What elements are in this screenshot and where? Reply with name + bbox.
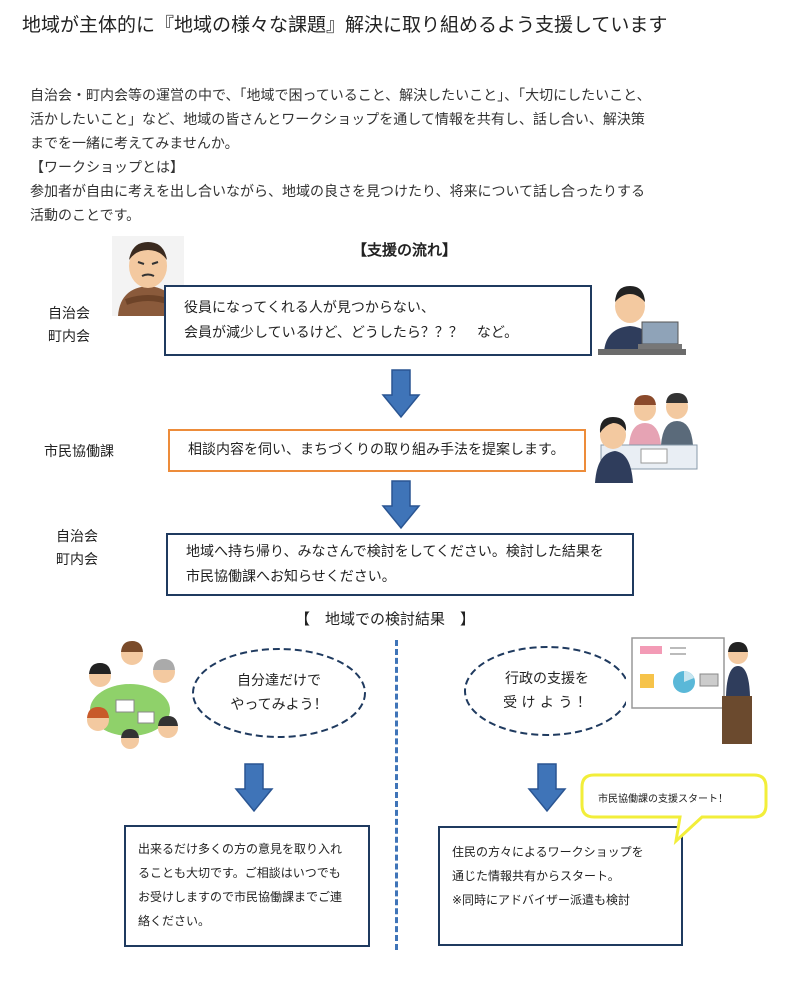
support-start-callout — [580, 773, 768, 845]
bubble-line: 受 け よ う ！ — [503, 695, 591, 711]
right-speech-bubble: 行政の支援を 受 け よ う ！ — [462, 644, 632, 738]
label-line: 自治会 — [48, 306, 90, 322]
bubble-line: 行政の支援を — [505, 671, 589, 687]
worried-man-illustration — [112, 236, 184, 316]
result-line: ※同時にアドバイザー派遣も検討 — [452, 893, 631, 907]
result-line: 絡ください。 — [138, 914, 211, 928]
consultation-illustration — [591, 383, 703, 483]
callout-text: 市民協働課の支援スタート！ — [598, 794, 728, 805]
step2-label: 市民協働課 — [44, 444, 114, 460]
presentation-illustration — [626, 632, 766, 750]
step1-label: 自治会 町内会 — [48, 303, 90, 349]
intro-line: 自治会・町内会等の運営の中で、「地域で困っていること、解決したいこと」、「大切に… — [30, 88, 651, 104]
bubble-line: やってみよう！ — [230, 697, 328, 713]
page-title: 地域が主体的に『地域の様々な課題』解決に取り組めるよう支援しています — [22, 14, 668, 36]
down-arrow-icon — [381, 480, 421, 530]
step3-line: 市民協働課へお知らせください。 — [186, 568, 396, 585]
right-bubble-text: 行政の支援を 受 け よ う ！ — [503, 667, 591, 715]
step3-label: 自治会 町内会 — [56, 526, 98, 572]
step1-line: 会員が減少しているけど、どうしたら？？？ など。 — [184, 324, 519, 341]
intro-line: 活動のことです。 — [30, 208, 141, 224]
down-arrow-icon — [527, 763, 567, 813]
intro-line: 【ワークショップとは】 — [30, 160, 184, 176]
flow-heading: 【支援の流れ】 — [352, 241, 458, 259]
step2-line: 相談内容を伺い、まちづくりの取り組み手法を提案します。 — [188, 442, 565, 458]
center-divider — [395, 640, 398, 950]
result-line: お受けしますので市民協働課までご連 — [138, 890, 343, 904]
result-line: 住民の方々によるワークショップを — [452, 845, 644, 859]
step1-box: 役員になってくれる人が見つからない、 会員が減少しているけど、どうしたら？？？ … — [164, 285, 592, 356]
left-speech-bubble: 自分達だけで やってみよう！ — [190, 646, 368, 740]
down-arrow-icon — [381, 369, 421, 419]
step3-box: 地域へ持ち帰り、みなさんで検討をしてください。検討した結果を 市民協働課へお知ら… — [166, 533, 634, 596]
label-line: 町内会 — [48, 329, 90, 345]
step2-box: 相談内容を伺い、まちづくりの取り組み手法を提案します。 — [168, 429, 586, 472]
result-line: 出来るだけ多くの方の意見を取り入れ — [138, 842, 343, 856]
results-heading: 【 地域での検討結果 】 — [295, 610, 476, 628]
result-line: 通じた情報共有からスタート。 — [452, 869, 620, 883]
left-result-box: 出来るだけ多くの方の意見を取り入れ ることも大切です。ご相談はいつでも お受けし… — [124, 825, 370, 947]
intro-line: 活かしたいこと」など、地域の皆さんとワークショップを通して情報を共有し、話し合い… — [30, 112, 645, 128]
down-arrow-icon — [234, 763, 274, 813]
office-worker-illustration — [598, 272, 686, 360]
step1-line: 役員になってくれる人が見つからない、 — [184, 299, 435, 316]
result-line: ることも大切です。ご相談はいつでも — [138, 866, 341, 880]
right-result-box: 住民の方々によるワークショップを 通じた情報共有からスタート。 ※同時にアドバイ… — [438, 826, 683, 946]
intro-line: までを一緒に考えてみませんか。 — [30, 136, 239, 152]
intro-line: 参加者が自由に考えを出し合いながら、地域の良さを見つけたり、将来について話し合っ… — [30, 184, 646, 200]
left-bubble-text: 自分達だけで やってみよう！ — [230, 669, 327, 717]
label-line: 自治会 — [56, 529, 98, 545]
label-line: 町内会 — [56, 552, 98, 568]
group-discussion-illustration — [76, 632, 184, 752]
step3-line: 地域へ持ち帰り、みなさんで検討をしてください。検討した結果を — [186, 543, 604, 560]
bubble-line: 自分達だけで — [237, 673, 321, 689]
intro-text: 自治会・町内会等の運営の中で、「地域で困っていること、解決したいこと」、「大切に… — [30, 84, 710, 228]
